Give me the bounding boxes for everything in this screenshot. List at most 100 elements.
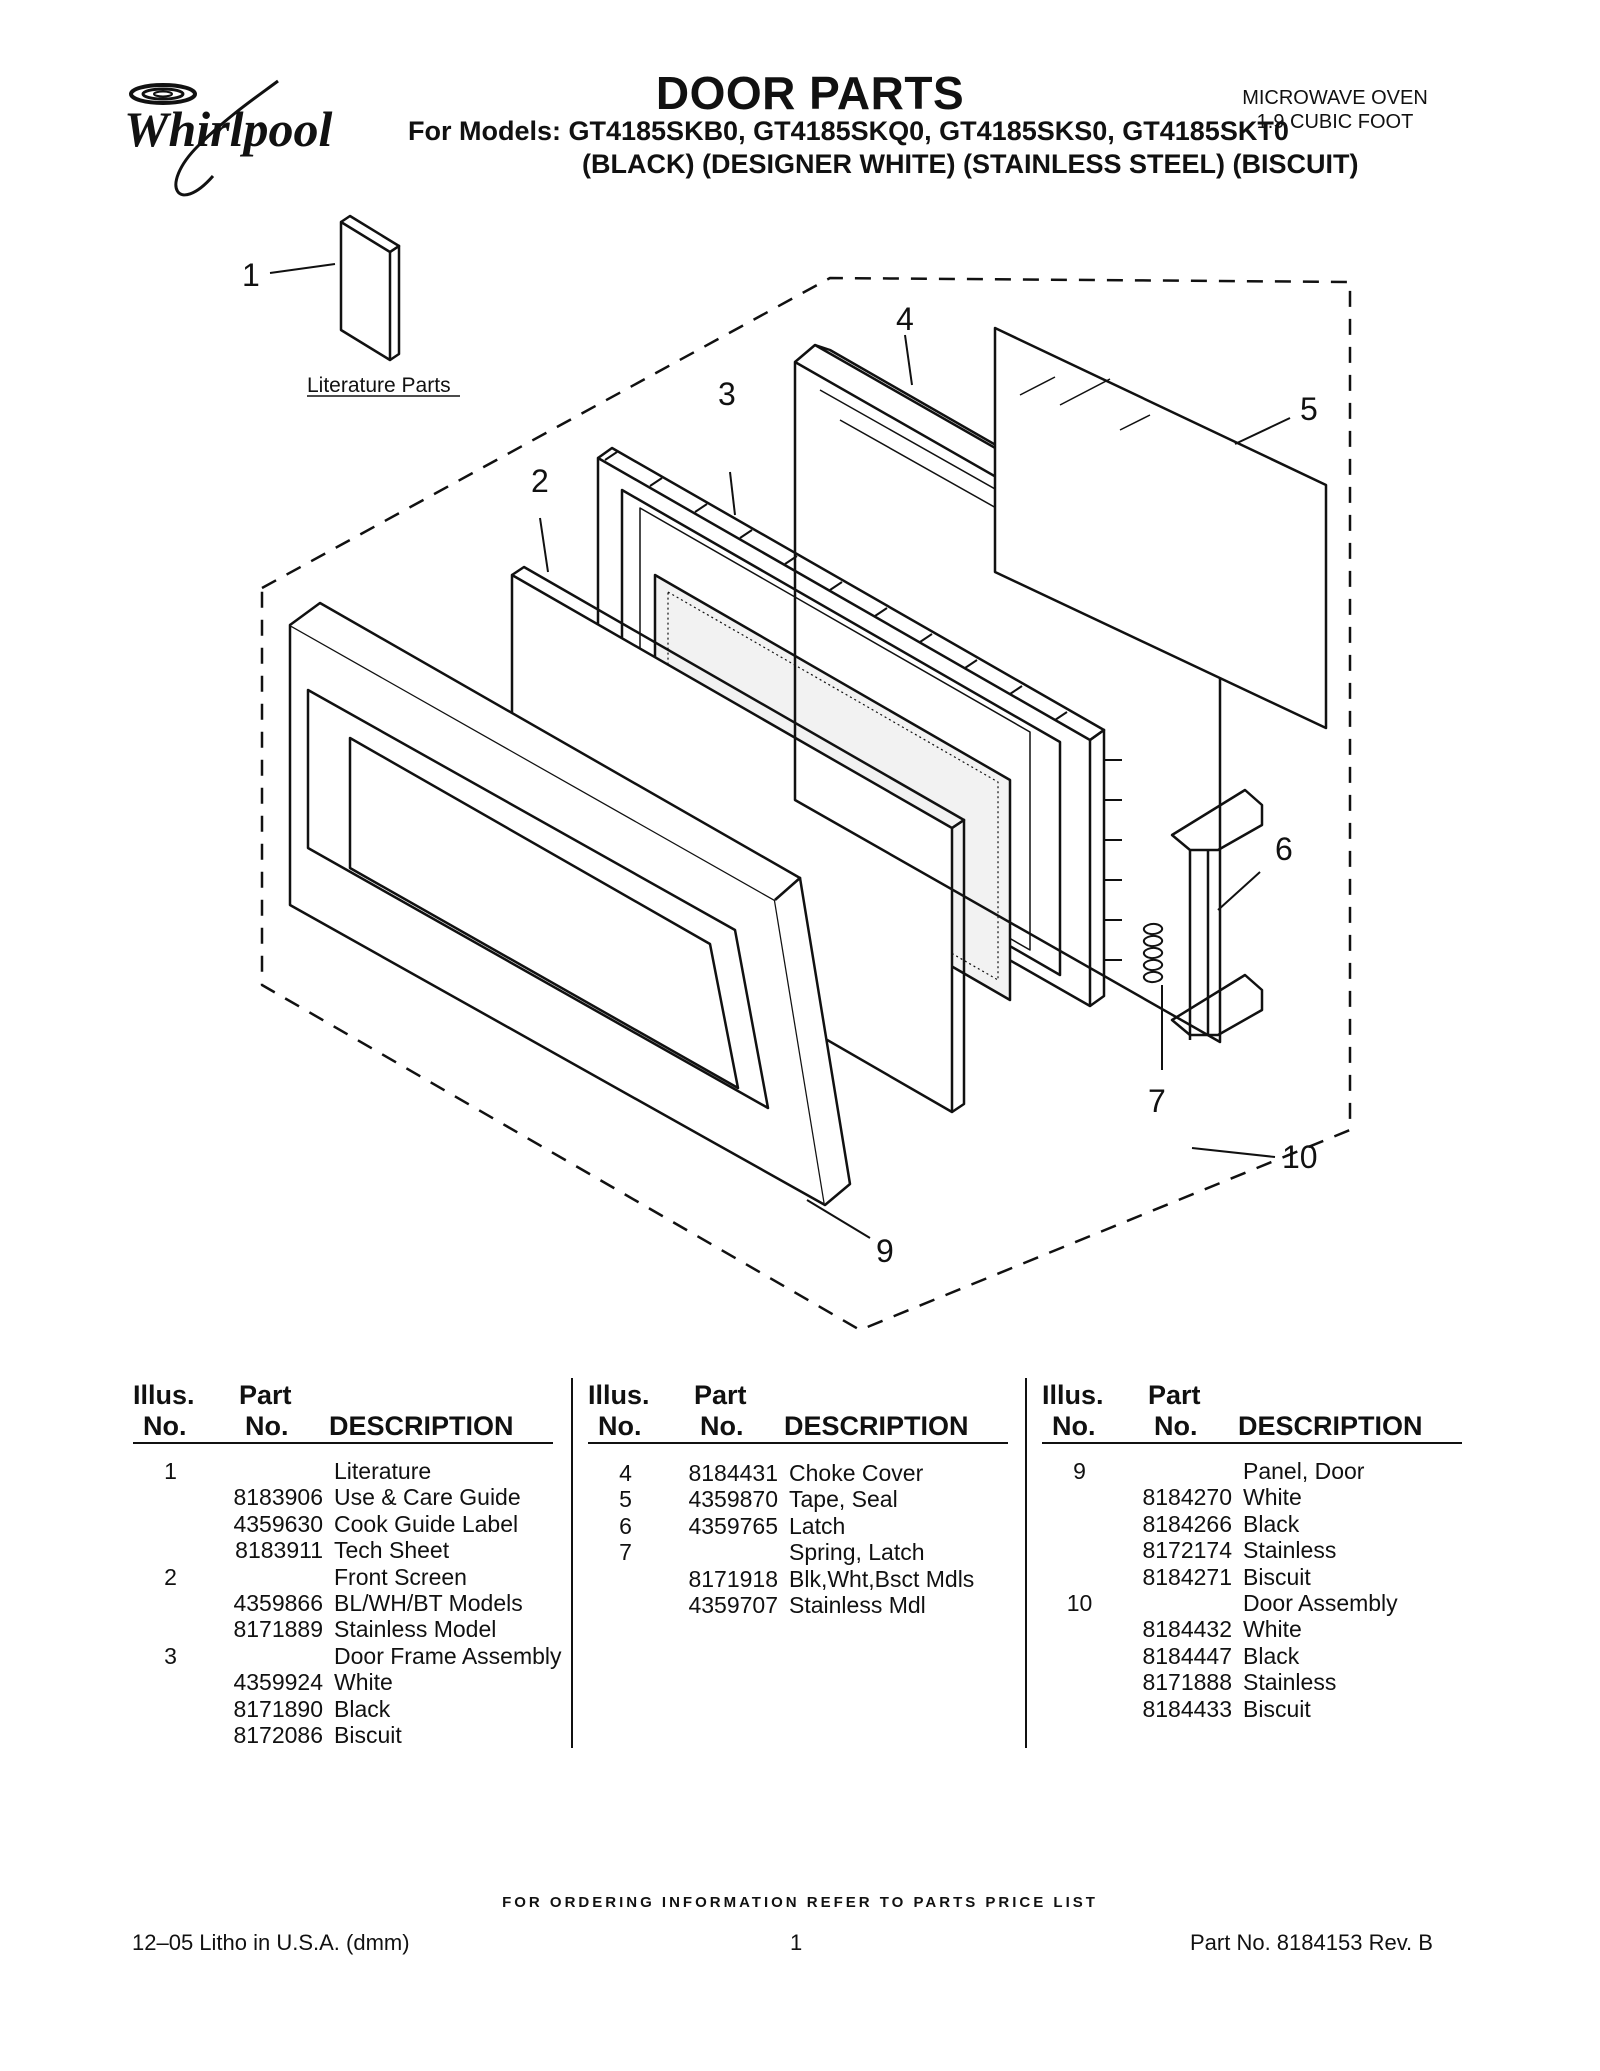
table-row: 9 Panel, Door	[1042, 1458, 1462, 1484]
description-header: DESCRIPTION	[1238, 1411, 1423, 1441]
description: White	[334, 1669, 393, 1696]
part-no: 8172174	[1142, 1537, 1232, 1564]
description: Blk,Wht,Bsct Mdls	[789, 1565, 975, 1592]
description: Door Frame Assembly	[334, 1642, 562, 1669]
table-row: 8172174 Stainless	[1042, 1537, 1462, 1563]
description: White	[1243, 1484, 1302, 1511]
table-row: 8171889 Stainless Model	[133, 1616, 553, 1642]
illus-no-header: No.	[1052, 1411, 1096, 1441]
leader-lines	[269, 263, 1291, 1239]
parts-column-header: Illus. No. Part No. DESCRIPTION	[588, 1380, 1008, 1444]
description: Stainless Mdl	[789, 1591, 926, 1618]
description-header: DESCRIPTION	[784, 1411, 969, 1441]
table-row: 8183911 Tech Sheet	[133, 1537, 553, 1563]
description-header: DESCRIPTION	[329, 1411, 514, 1441]
part-no: 8184432	[1142, 1616, 1232, 1643]
part-no: 8171890	[233, 1695, 323, 1722]
product-type: MICROWAVE OVEN 1.9 CUBIC FOOT	[1220, 86, 1450, 134]
illus-header: Illus.	[133, 1380, 195, 1410]
part-no: 8183911	[235, 1537, 323, 1564]
description: Panel, Door	[1243, 1458, 1365, 1484]
parts-column-header: Illus. No. Part No. DESCRIPTION	[133, 1380, 553, 1444]
part-no: 8171918	[688, 1565, 778, 1592]
whirlpool-logo: Whirlpool	[124, 79, 333, 197]
litho-info: 12–05 Litho in U.S.A. (dmm)	[132, 1930, 410, 1955]
page-number: 1	[790, 1930, 803, 1955]
part-no: 4359707	[688, 1591, 778, 1618]
illus-no: 9	[1073, 1458, 1086, 1484]
callout-2: 2	[531, 463, 549, 499]
illus-no: 6	[619, 1512, 632, 1539]
part-no: 4359924	[233, 1669, 323, 1696]
description: Stainless	[1243, 1537, 1337, 1564]
table-row: 4359866 BL/WH/BT Models	[133, 1590, 553, 1616]
part-no: 8171888	[1142, 1669, 1232, 1696]
whirlpool-logo-text: Whirlpool	[124, 101, 333, 157]
table-row: 8184266 Black	[1042, 1511, 1462, 1537]
callout-9: 9	[876, 1233, 894, 1269]
description: Literature	[334, 1458, 432, 1484]
document-part-number: Part No. 8184153 Rev. B	[1190, 1930, 1433, 1955]
part-no: 4359866	[233, 1589, 323, 1616]
callout-6: 6	[1275, 831, 1293, 867]
description: Choke Cover	[789, 1460, 924, 1486]
parts-column-3: Illus. No. Part No. DESCRIPTION 9 Panel, …	[1042, 1380, 1462, 1722]
table-row: 4359924 White	[133, 1669, 553, 1695]
part-no: 8184433	[1142, 1695, 1232, 1722]
table-row: 4359707 Stainless Mdl	[588, 1592, 1008, 1618]
part-no: 4359870	[688, 1486, 778, 1513]
literature-parts-label: Literature Parts	[307, 374, 451, 397]
description: Black	[334, 1695, 391, 1722]
part-no: 8184266	[1142, 1510, 1232, 1537]
callout-7: 7	[1148, 1083, 1166, 1119]
illus-header: Illus.	[1042, 1380, 1104, 1410]
description: Biscuit	[1243, 1695, 1311, 1722]
product-type-line-2: 1.9 CUBIC FOOT	[1256, 111, 1414, 133]
description: Black	[1243, 1510, 1300, 1537]
callout-5: 5	[1300, 391, 1318, 427]
seal-tape	[993, 326, 1328, 730]
description: Door Assembly	[1243, 1589, 1398, 1616]
description: BL/WH/BT Models	[334, 1589, 523, 1616]
part-header: Part	[1148, 1380, 1201, 1410]
description: Stainless Model	[334, 1616, 497, 1643]
parts-column-header: Illus. No. Part No. DESCRIPTION	[1042, 1380, 1462, 1444]
callout-1: 1	[242, 257, 260, 293]
ordering-note: FOR ORDERING INFORMATION REFER TO PARTS …	[502, 1894, 1098, 1911]
description: Tech Sheet	[334, 1537, 450, 1564]
part-no: 8172086	[233, 1721, 323, 1748]
page-title: DOOR PARTS	[655, 67, 965, 119]
table-row: 3 Door Frame Assembly	[133, 1642, 561, 1669]
description: Black	[1243, 1642, 1300, 1669]
part-no-header: No.	[1154, 1411, 1198, 1441]
illus-no: 3	[164, 1642, 177, 1669]
part-header: Part	[239, 1380, 292, 1410]
literature-booklet	[339, 214, 401, 362]
part-header: Part	[694, 1380, 747, 1410]
illus-no-header: No.	[598, 1411, 642, 1441]
part-no-header: No.	[700, 1411, 744, 1441]
door-assembly-outline	[260, 276, 1352, 1332]
callout-4: 4	[896, 301, 914, 337]
callout-10: 10	[1282, 1139, 1318, 1175]
table-row: 8184433 Biscuit	[1042, 1696, 1462, 1722]
door-panel	[288, 601, 852, 1207]
part-no: 8184271	[1142, 1563, 1232, 1590]
latch-spring	[1142, 923, 1164, 983]
part-no: 8171889	[233, 1616, 323, 1643]
description: Use & Care Guide	[334, 1484, 521, 1511]
description: Latch	[789, 1512, 846, 1539]
